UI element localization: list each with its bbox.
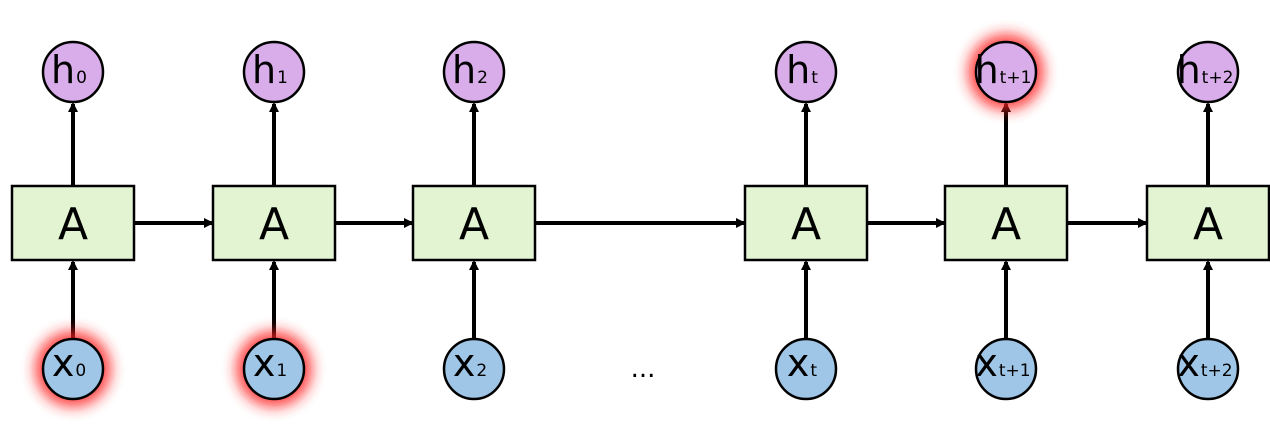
input-node-label: x2 [453, 341, 487, 385]
input-node-3: xt [774, 337, 838, 401]
output-node-circle [242, 40, 306, 104]
sequence-ellipsis: ... [631, 354, 656, 384]
output-node-symbol: h [786, 48, 810, 92]
input-node-1: x1 [242, 337, 306, 401]
output-node-circle [974, 40, 1038, 104]
input-node-circle [774, 337, 838, 401]
output-node-circle [41, 40, 105, 104]
input-node-symbol: x [253, 341, 276, 385]
output-node-subscript: t+1 [1000, 68, 1032, 88]
input-node-label: x0 [52, 341, 86, 385]
edges-layer [68, 102, 1213, 339]
output-node-label: ht [786, 48, 818, 92]
rnn-cell-box [1145, 184, 1270, 262]
output-node-label: h1 [252, 48, 288, 92]
input-node-label: x1 [253, 341, 287, 385]
output-node-subscript: t [811, 68, 818, 88]
output-node-5: ht+2 [1176, 40, 1240, 104]
input-node-subscript: t [810, 361, 817, 381]
input-node-label: xt+2 [1177, 341, 1232, 385]
glow-layer [35, 34, 1044, 407]
input-node-subscript: t+1 [999, 361, 1031, 381]
rnn-cell-0: A [10, 184, 136, 262]
input-node-circle [974, 337, 1038, 401]
input-node-symbol: x [52, 341, 75, 385]
output-node-symbol: h [51, 48, 75, 92]
rnn-cell-1: A [211, 184, 337, 262]
rnn-cell-box [943, 184, 1069, 262]
output-node-symbol: h [975, 48, 999, 92]
rnn-cell-box [10, 184, 136, 262]
input-node-subscript: t+2 [1201, 361, 1233, 381]
output-node-symbol: h [252, 48, 276, 92]
output-node-2: h2 [442, 40, 506, 104]
rnn-cell-label: A [58, 199, 88, 250]
output-node-0: h0 [41, 40, 105, 104]
input-node-circle [242, 337, 306, 401]
input-node-symbol: x [975, 341, 998, 385]
output-node-4: ht+1 [974, 40, 1038, 104]
input-node-symbol: x [787, 341, 810, 385]
rnn-cell-2: A [411, 184, 537, 262]
input-node-symbol: x [453, 341, 476, 385]
output-node-3: ht [774, 40, 838, 104]
output-node-symbol: h [1177, 48, 1201, 92]
output-node-subscript: t+2 [1202, 68, 1234, 88]
output-node-circle [1176, 40, 1240, 104]
input-node-2: x2 [442, 337, 506, 401]
output-node-label: h0 [51, 48, 87, 92]
input-node-circle [442, 337, 506, 401]
rnn-cell-label: A [259, 199, 289, 250]
rnn-cell-label: A [991, 199, 1021, 250]
input-node-circle [41, 337, 105, 401]
output-node-subscript: 1 [277, 68, 288, 88]
input-node-0: x0 [41, 337, 105, 401]
rnn-cell-4: A [943, 184, 1069, 262]
input-node-circle [1176, 337, 1240, 401]
rnn-cell-3: A [743, 184, 869, 262]
output-node-label: ht+2 [1177, 48, 1234, 92]
rnn-cell-box [743, 184, 869, 262]
rnn-cell-5: A [1145, 184, 1270, 262]
output-node-label: ht+1 [975, 48, 1032, 92]
input-node-subscript: 0 [75, 361, 86, 381]
rnn-cell-label: A [459, 199, 489, 250]
rnn-cell-box [411, 184, 537, 262]
output-node-circle [774, 40, 838, 104]
input-node-label: xt+1 [975, 341, 1030, 385]
output-node-circle [442, 40, 506, 104]
input-node-symbol: x [1177, 341, 1200, 385]
rnn-cell-label: A [1193, 199, 1223, 250]
output-node-subscript: 2 [477, 68, 488, 88]
output-node-subscript: 0 [76, 68, 87, 88]
input-node-subscript: 2 [476, 361, 487, 381]
input-node-4: xt+1 [974, 337, 1038, 401]
input-node-5: xt+2 [1176, 337, 1240, 401]
rnn-cell-label: A [791, 199, 821, 250]
output-node-1: h1 [242, 40, 306, 104]
output-node-label: h2 [452, 48, 488, 92]
input-node-label: xt [787, 341, 818, 385]
input-node-subscript: 1 [276, 361, 287, 381]
rnn-cell-box [211, 184, 337, 262]
output-node-symbol: h [452, 48, 476, 92]
